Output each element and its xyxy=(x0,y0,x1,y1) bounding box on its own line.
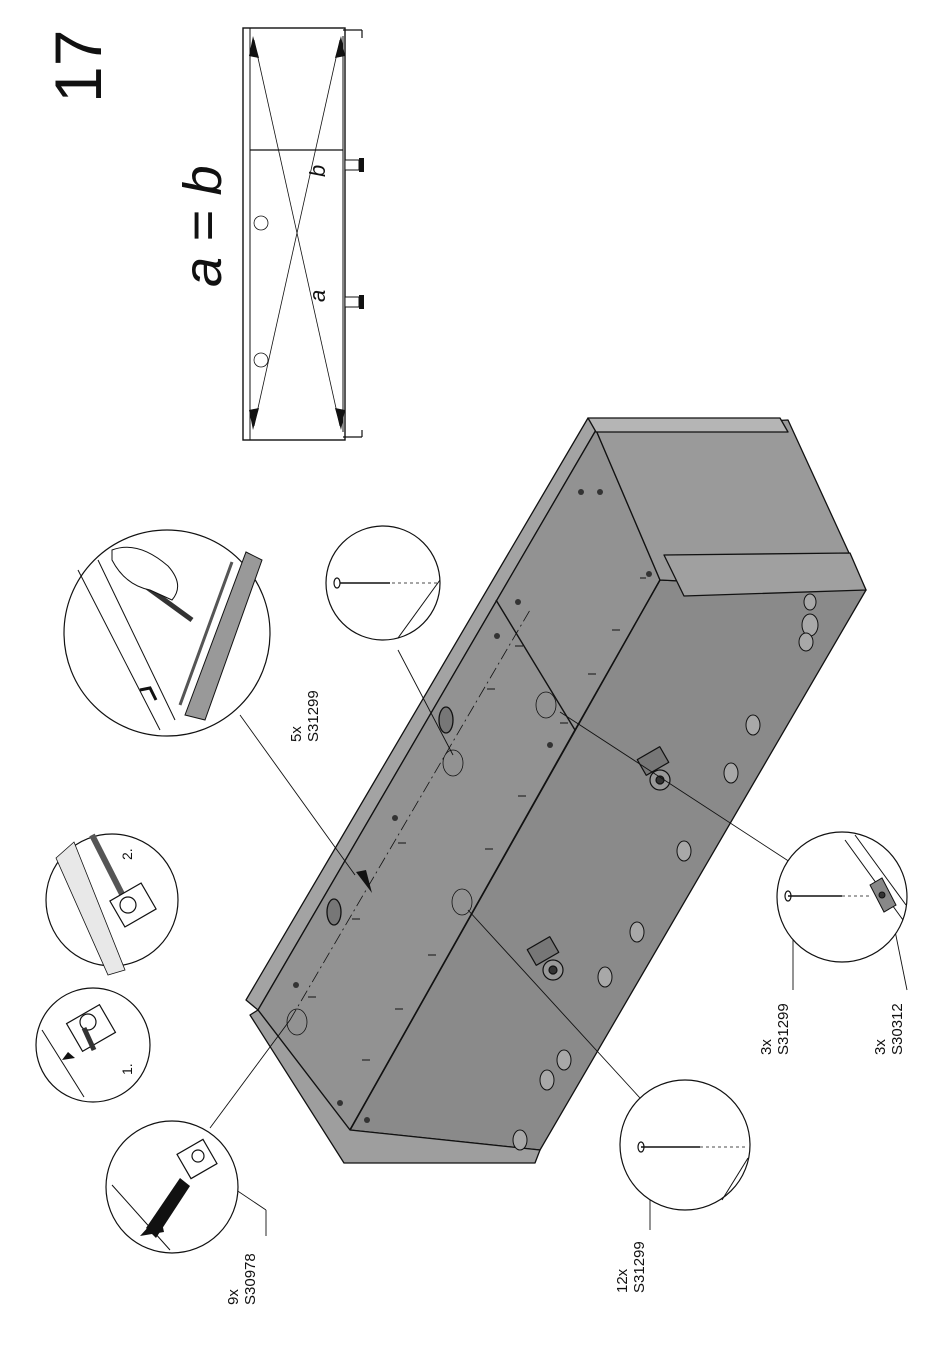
sub-step-1-label: 1. xyxy=(119,1063,135,1075)
detail-circle-nail-5 xyxy=(326,526,440,640)
step-number: 17 xyxy=(40,30,116,103)
detail-circle-step-1 xyxy=(36,988,150,1102)
part-label-plate-3: 3x S30312 xyxy=(872,1003,906,1055)
diagonal-check-diagram xyxy=(243,28,364,440)
equation-label: a = b xyxy=(172,165,234,287)
part-quantity: 5x xyxy=(288,690,305,742)
part-label-clip-9: 9x S30978 xyxy=(225,1253,259,1305)
part-code: S30312 xyxy=(889,1003,906,1055)
detail-circle-step-2 xyxy=(46,834,178,975)
part-code: S31299 xyxy=(305,690,322,742)
part-quantity: 3x xyxy=(758,1003,775,1055)
part-code: S30978 xyxy=(242,1253,259,1305)
sub-step-2-label: 2. xyxy=(119,848,135,860)
part-label-nail-12: 12x S31299 xyxy=(614,1241,648,1293)
part-code: S31299 xyxy=(631,1241,648,1293)
detail-circle-nail-plate-3 xyxy=(777,832,907,962)
part-label-nail-3: 3x S31299 xyxy=(758,1003,792,1055)
part-label-nail-5: 5x S31299 xyxy=(288,690,322,742)
diagonal-label-b: b xyxy=(305,165,331,177)
detail-circle-nail-12 xyxy=(620,1080,750,1210)
detail-circle-clip-9 xyxy=(106,1121,238,1253)
part-code: S31299 xyxy=(775,1003,792,1055)
detail-circle-pencil xyxy=(64,530,270,736)
diagonal-label-a: a xyxy=(305,290,331,302)
part-quantity: 3x xyxy=(872,1003,889,1055)
part-quantity: 12x xyxy=(614,1241,631,1293)
part-quantity: 9x xyxy=(225,1253,242,1305)
